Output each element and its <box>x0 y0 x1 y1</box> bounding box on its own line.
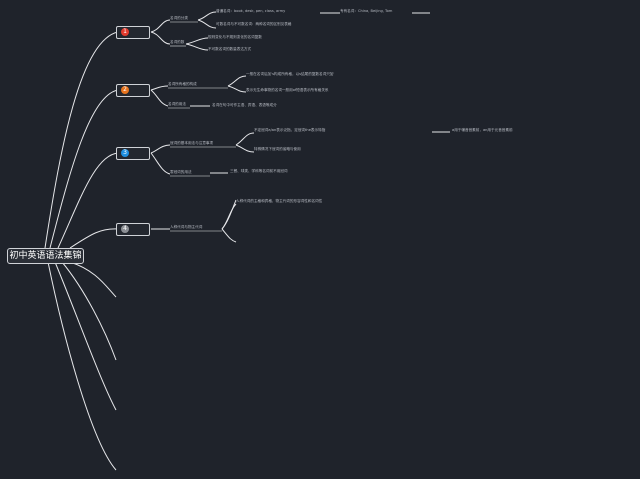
branch-number-badge: 3 <box>121 149 129 157</box>
leaf-text: 规则变化与不规则变化的名词复数 <box>208 35 262 39</box>
sub-node[interactable]: 名词的分类 <box>170 16 188 20</box>
sub-node[interactable]: 人称代词与物主代词 <box>170 225 203 229</box>
branch-number-badge: 2 <box>121 86 129 94</box>
branch-node-4[interactable]: 4 <box>116 223 150 236</box>
sub-node[interactable]: 冠词的基本用法与注意事项 <box>170 141 214 145</box>
leaf-text: 可数名词与不可数名词：两种名词的区别见表格 <box>216 22 292 26</box>
leaf-text: 不定冠词a/an表示泛指，定冠词the表示特指 <box>254 128 326 132</box>
leaf-text: 不可数名词的数量表达方式 <box>208 47 252 51</box>
leaf-text: 普通名词：book, desk, pen, class, army <box>216 9 286 13</box>
root-node[interactable]: 初中英语语法集锦 <box>7 248 84 264</box>
leaf-text: 特殊情况下冠词的省略与使用 <box>254 147 301 151</box>
connector-root-b7 <box>54 261 117 411</box>
leaf-text: 人称代词的主格和宾格，物主代词的形容词性和名词性 <box>236 199 323 203</box>
leaf-text: 一般在名词后加's构成所有格，以s结尾的复数名词只加' <box>246 72 335 76</box>
sub-node[interactable]: 零冠词的用法 <box>170 170 192 174</box>
connector-root-b1 <box>44 31 119 249</box>
branch-number-badge: 1 <box>121 28 129 36</box>
sub-node[interactable]: 名词所有格的构成 <box>168 82 197 86</box>
leaf-text: 表示无生命事物的名词一般用of短语表示所有格关系 <box>246 88 329 92</box>
leaf-text: 三餐、球类、学科等名词前不用冠词 <box>230 169 288 173</box>
leaf-text: a用于辅音音素前，an用于元音音素前 <box>452 128 513 132</box>
connector-root-b5 <box>69 261 117 298</box>
branch-node-1[interactable]: 1 <box>116 26 150 39</box>
sub-node[interactable]: 名词的用法 <box>168 102 186 106</box>
connector-root-b6 <box>61 261 117 361</box>
connector-root-b2 <box>49 89 119 249</box>
branch-node-2[interactable]: 2 <box>116 84 150 97</box>
leaf-text: 专有名词：China, Beijing, Tom <box>340 9 393 13</box>
branch-node-3[interactable]: 3 <box>116 147 150 160</box>
connector-root-b4 <box>69 228 119 249</box>
sub-node[interactable]: 名词的数 <box>170 40 185 44</box>
leaf-text: 名词在句中可作主语、宾语、表语等成分 <box>212 103 277 107</box>
connector-root-b3 <box>57 152 119 249</box>
connector-root-b8 <box>47 261 117 471</box>
branch-number-badge: 4 <box>121 225 129 233</box>
